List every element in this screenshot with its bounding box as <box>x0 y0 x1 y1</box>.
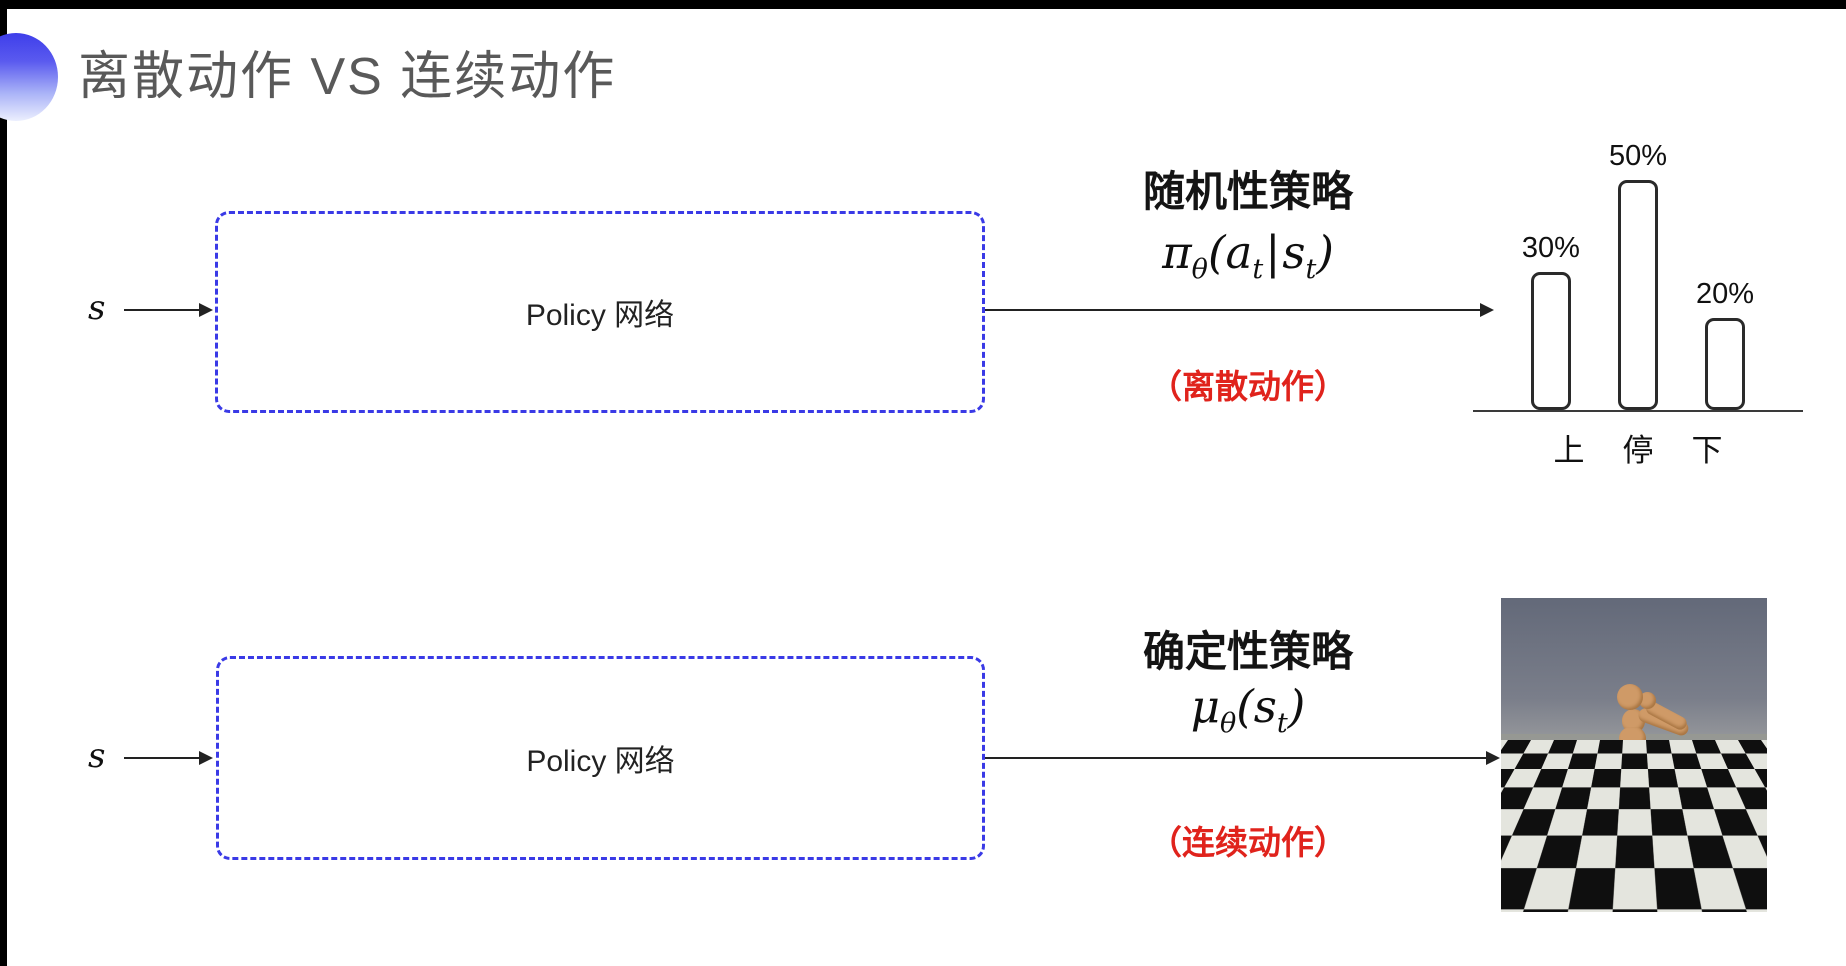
mujoco-humanoid-image <box>1501 598 1767 912</box>
arrow-state-to-policy-top <box>124 303 213 317</box>
deterministic-policy-title: 确定性策略 <box>1142 628 1353 675</box>
left-border-bar <box>0 0 7 966</box>
stochastic-policy-formula: πθ(at|st) <box>1078 226 1418 285</box>
humanoid-hand <box>1639 692 1656 709</box>
policy-network-box-bottom: Policy 网络 <box>216 656 985 860</box>
arrow-policy-to-output-top <box>985 303 1494 317</box>
bar-category-label: 上 <box>1553 433 1585 468</box>
bar-group: 50% <box>1609 140 1667 410</box>
state-input-label-top: s <box>88 288 106 328</box>
formula-arg1-sub: t <box>1252 254 1264 285</box>
bar-value-label: 20% <box>1696 278 1755 310</box>
bar-group: 30% <box>1522 232 1580 410</box>
formula-arg1: a <box>1225 226 1253 279</box>
formula-symbol: π <box>1162 226 1192 279</box>
top-border-bar <box>0 0 1846 9</box>
humanoid-front-thigh <box>1623 771 1649 839</box>
formula-symbol: μ <box>1190 680 1220 733</box>
deterministic-policy-formula: μθ(st) <box>1078 680 1418 739</box>
bar <box>1617 180 1658 410</box>
formula-separator: | <box>1265 226 1281 279</box>
humanoid-lower-torso <box>1628 746 1649 765</box>
formula-arg1: s <box>1253 680 1277 733</box>
bar <box>1530 272 1571 410</box>
bar-chart-plot-area: 30% 50% 20% <box>1473 118 1803 412</box>
policy-network-label-bottom: Policy 网络 <box>526 745 675 778</box>
stochastic-policy-title: 随机性策略 <box>1142 168 1353 215</box>
arrow-policy-to-output-bottom <box>985 751 1500 765</box>
formula-symbol-sub: θ <box>1191 254 1208 285</box>
bar-chart: 30% 50% 20% 上 停 下 <box>1473 118 1803 470</box>
formula-arg2: s <box>1282 226 1306 279</box>
bar-category-label: 下 <box>1691 433 1723 468</box>
humanoid-head <box>1617 684 1643 710</box>
formula-close: ) <box>1287 680 1306 733</box>
policy-network-box-top: Policy 网络 <box>215 211 985 413</box>
state-input-label-bottom: s <box>88 736 106 776</box>
formula-open: ( <box>1207 226 1226 279</box>
page-title: 离散动作 VS 连续动作 <box>78 48 617 106</box>
discrete-action-note: （离散动作） <box>1149 368 1347 405</box>
bar <box>1705 318 1746 410</box>
formula-close: ) <box>1316 226 1334 279</box>
formula-arg1-sub: t <box>1276 708 1288 739</box>
formula-symbol-sub: θ <box>1219 708 1237 739</box>
humanoid-mid-torso <box>1619 727 1646 750</box>
continuous-action-note: （连续动作） <box>1149 824 1347 861</box>
blue-gradient-circle-icon <box>0 33 58 121</box>
arrow-state-to-policy-bottom <box>124 751 213 765</box>
bar-value-label: 30% <box>1521 232 1580 264</box>
bar-category-label: 停 <box>1622 433 1654 468</box>
bar-value-label: 50% <box>1608 140 1668 172</box>
formula-open: ( <box>1236 680 1254 733</box>
bar-group: 20% <box>1696 278 1754 410</box>
humanoid-back-foot <box>1589 829 1623 845</box>
formula-arg2-sub: t <box>1305 254 1317 285</box>
policy-network-label-top: Policy 网络 <box>525 299 675 332</box>
bar-chart-category-axis: 上停下 <box>1473 425 1803 470</box>
